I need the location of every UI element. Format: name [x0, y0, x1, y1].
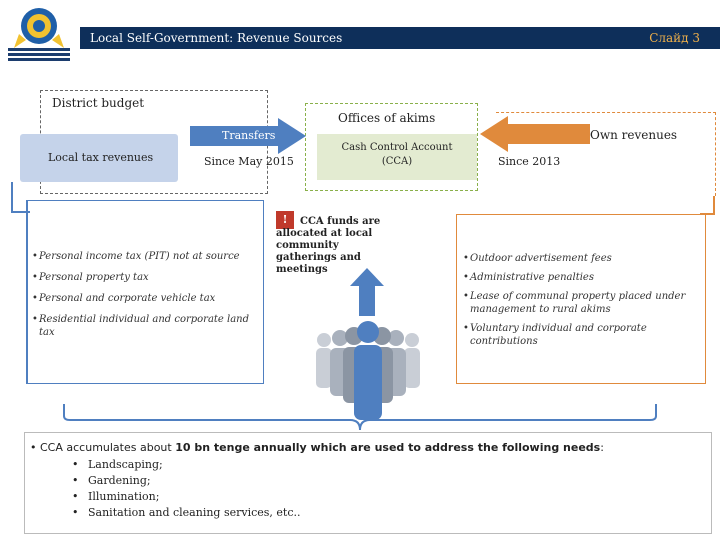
list-item: Personal and corporate vehicle tax: [32, 292, 260, 305]
list-item: Administrative penalties: [463, 271, 699, 284]
transfers-since: Since May 2015: [204, 155, 294, 168]
list-item: Residential individual and corporate lan…: [32, 313, 260, 339]
right-arrow-icon: [190, 118, 306, 154]
own-since: Since 2013: [498, 155, 561, 168]
slide-number: Слайд 3: [649, 31, 700, 45]
own-revenues-box: [496, 112, 716, 196]
summary-text: • CCA accumulates about 10 bn tenge annu…: [30, 441, 604, 454]
left-arrow-icon: [480, 116, 590, 152]
list-item: • Sanitation and cleaning services, etc.…: [72, 506, 301, 519]
list-item: Lease of communal property placed under …: [463, 290, 699, 316]
own-revenues-list: Outdoor advertisement fees Administrativ…: [463, 252, 699, 348]
summary-suffix: :: [600, 441, 604, 454]
people-group-icon: [310, 318, 426, 420]
notice-text: CCA funds are allocated at local communi…: [276, 216, 381, 275]
cca-box: [317, 134, 477, 180]
header-bar: Local Self-Government: Revenue Sources С…: [80, 27, 720, 49]
list-item: Personal property tax: [32, 271, 260, 284]
logo-caption: [8, 48, 70, 61]
own-revenues-label: Own revenues: [590, 128, 678, 142]
offices-label: Offices of akims: [338, 111, 436, 125]
list-item: Personal income tax (PIT) not at source: [32, 250, 260, 263]
cca-label: Cash Control Account (CCA): [341, 142, 453, 167]
summary-prefix: CCA accumulates about: [40, 441, 176, 454]
local-tax-list: Personal income tax (PIT) not at source …: [32, 250, 260, 347]
list-item: • Landscaping;: [72, 458, 163, 471]
own-revenues-list-box: [456, 214, 706, 384]
offices-box: [305, 103, 478, 191]
local-tax-box: [20, 134, 178, 182]
local-tax-list-box: [26, 200, 264, 384]
right-connector: [690, 196, 720, 220]
transfers-label: Transfers: [222, 129, 276, 142]
list-item: • Gardening;: [72, 474, 151, 487]
notice-mark: !: [276, 211, 294, 229]
summary-box: [24, 432, 712, 534]
needs-list: • Landscaping; • Gardening; • Illuminati…: [72, 457, 301, 521]
bracket: [60, 404, 660, 432]
slide-title: Local Self-Government: Revenue Sources: [90, 31, 343, 45]
list-item: • Illumination;: [72, 490, 160, 503]
district-budget-label: District budget: [50, 96, 147, 110]
local-tax-label: Local tax revenues: [48, 151, 154, 164]
up-arrow-icon: [350, 268, 384, 316]
emblem-logo: [6, 4, 72, 70]
list-item: Outdoor advertisement fees: [463, 252, 699, 265]
left-connector: [8, 182, 34, 218]
list-item: Voluntary individual and corporate contr…: [463, 322, 699, 348]
summary-bold: 10 bn tenge annually which are used to a…: [175, 441, 601, 454]
